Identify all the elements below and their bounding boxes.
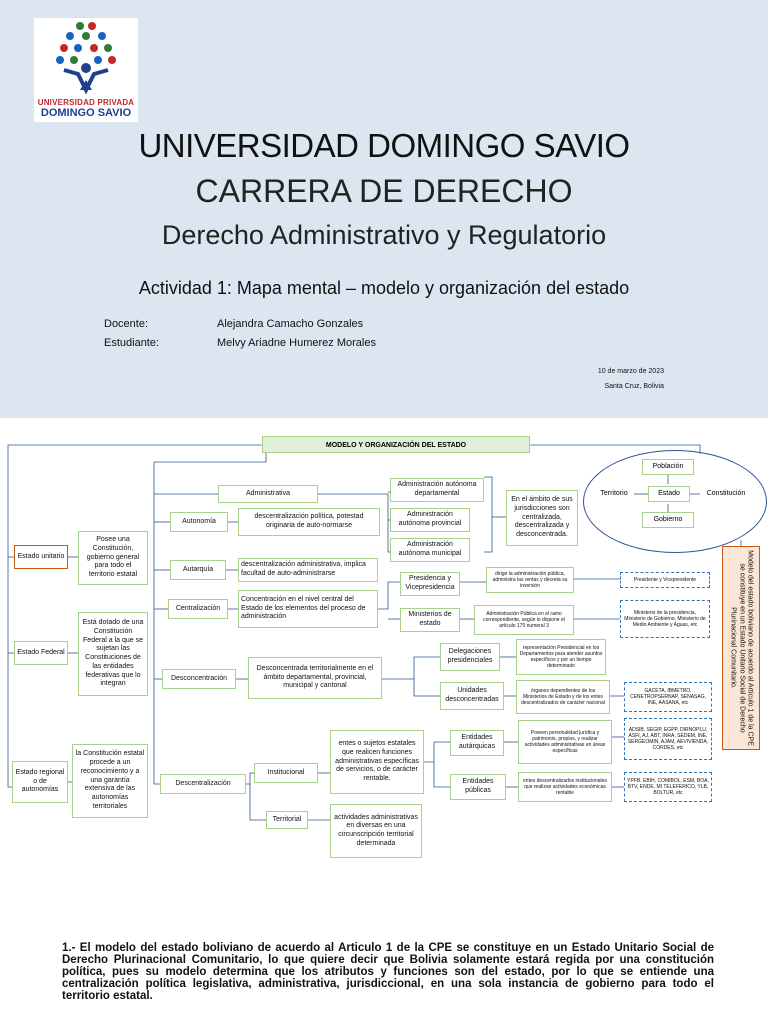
unidades-example: GACETA, IBMETRO, CENETROPSERNAP, SENASAG… [624,682,712,712]
estado-federal-node: Estado Federal [14,641,68,665]
territorio-node: Territorio [600,490,628,497]
explanation-paragraph: 1.- El modelo del estado boliviano de ac… [62,942,714,1003]
centralizacion-desc: Concentración en el nivel central del Es… [238,590,378,628]
estado-regional-node: Estado regional o de autonomías [12,761,68,803]
autonomia-desc: descentralización política, potestad ori… [238,508,380,536]
unidades-node: Unidades desconcentradas [440,682,504,710]
autonomia-node: Autonomía [170,512,228,532]
administrativa-node: Administrativa [218,485,318,503]
adm-provincial-node: Administración autónoma provincial [390,508,470,532]
delegaciones-desc: representación Presidencial en los Depar… [516,639,606,675]
date-text: 10 de marzo de 2023 [597,368,664,375]
university-logo: UNIVERSIDAD PRIVADA DOMINGO SAVIO [34,18,138,122]
estado-unitario-desc: Posee una Constitución, gobierno general… [78,531,148,585]
subject-title: Derecho Administrativo y Regulatorio [161,220,607,250]
desconcentracion-node: Desconcentración [162,669,236,689]
mind-map: MODELO Y ORGANIZACIÓN DEL ESTADO Estado … [0,432,768,884]
activity-title: Actividad 1: Mapa mental – modelo y orga… [138,278,630,298]
logo-line-1: UNIVERSIDAD PRIVADA [37,98,135,107]
map-title: MODELO Y ORGANIZACIÓN DEL ESTADO [262,436,530,453]
adm-municipal-node: Administración autónoma municipal [390,538,470,562]
estado-federal-desc: Está dotado de una Constitución Federal … [78,612,148,696]
place-text: Santa Cruz, Bolivia [604,383,664,390]
docente-value: Alejandra Camacho Gonzales [217,318,364,330]
autarquicas-desc: Poseen personalidad jurídica y patrimoni… [518,720,612,764]
territorial-desc: actividades administrativas en diversas … [330,804,422,858]
desconcentracion-desc: Desconcentrada territorialmente en el ám… [248,657,382,699]
map-connectors [7,444,742,821]
presidencia-node: Presidencia y Vicepresidencia [400,572,460,596]
descentralizacion-node: Descentralización [160,774,246,794]
ministerios-example: Ministerio de la presidencia, Ministerio… [620,600,710,638]
ministerios-desc: Administración Pública en el ramo corres… [474,605,574,635]
logo-line-2: DOMINGO SAVIO [40,107,132,119]
publicas-example: YPFB, EBIH, COMIBOL, ESM, BOA, BTV, ENDE… [624,772,712,802]
territorial-node: Territorial [266,811,308,829]
poblacion-node: Población [642,459,694,475]
model-note: Modelo del estado boliviano de acuerdo a… [722,546,760,750]
header-band: UNIVERSIDAD PRIVADA DOMINGO SAVIO UNIVER… [0,0,768,418]
presidencia-desc: dirige la administración pública, admini… [486,567,574,593]
autarquia-node: Autarquía [170,560,226,580]
logo-emblem-icon [56,22,116,95]
presidencia-example: Presidente y Vicepresidente [620,572,710,588]
delegaciones-node: Delegaciones presidenciales [440,643,500,671]
career-title: CARRERA DE DERECHO [195,173,573,209]
institucional-node: Institucional [254,763,318,783]
estudiante-label: Estudiante: [104,337,160,349]
estado-node: Estado [648,486,690,502]
estado-elements-ellipse [583,450,767,553]
institucional-desc: entes o sujetos estatales que realicen f… [330,730,424,794]
constitucion-node: Constitución [706,490,746,497]
model-note-text: Modelo del estado boliviano de acuerdo a… [729,550,754,746]
ministerios-node: Ministerios de estado [400,608,460,632]
publicas-node: Entidades públicas [450,774,506,800]
estado-regional-desc: la Constitución estatal procede a un rec… [72,744,148,818]
university-title: UNIVERSIDAD DOMINGO SAVIO [138,127,630,164]
adm-departamental-node: Administración autónoma departamental [390,478,484,502]
unidades-desc: órganos dependientes de los Ministerios … [516,680,610,714]
docente-label: Docente: [104,318,149,330]
estado-unitario-node: Estado unitario [14,545,68,569]
ambito-desc: En el ámbito de sus jurisdicciones son c… [506,490,578,546]
centralizacion-node: Centralización [168,599,228,619]
autarquia-desc: descentralización administrativa, implic… [238,558,378,582]
publicas-desc: entes descentralizados institucionales q… [518,772,612,802]
autarquicas-node: Entidades autárquicas [450,730,504,756]
estudiante-value: Melvy Ariadne Humerez Morales [217,337,376,349]
autarquicas-example: ADSIB, SEGIP, EGPP, DIRNOPLU, ASFI, AJ, … [624,718,712,760]
gobierno-node: Gobierno [642,512,694,528]
